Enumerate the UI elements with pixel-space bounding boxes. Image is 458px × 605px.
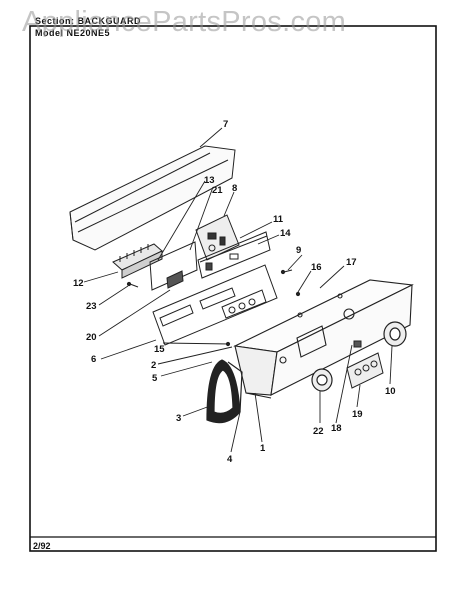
callout-13: 13 <box>204 175 215 186</box>
model-line: Model NE20NE5 <box>35 28 111 38</box>
part-8-control-board <box>195 214 240 261</box>
callout-2: 2 <box>151 360 156 371</box>
callout-14: 14 <box>280 228 291 239</box>
callout-22: 22 <box>313 426 324 437</box>
callout-8: 8 <box>232 183 237 194</box>
part-10-knob <box>383 321 407 347</box>
part-3-end-cap <box>206 359 243 424</box>
date-code: 2/92 <box>33 541 51 551</box>
callout-6: 6 <box>91 354 96 365</box>
section-title: Section: BACKGUARD <box>35 16 142 26</box>
callout-19: 19 <box>352 409 363 420</box>
callout-7: 7 <box>223 119 228 130</box>
callout-4: 4 <box>227 454 233 465</box>
page-frame <box>29 25 437 552</box>
callout-23: 23 <box>86 301 97 312</box>
part-7-panel <box>69 145 236 251</box>
part-11-clock-plate <box>197 231 271 279</box>
callout-18: 18 <box>331 423 342 434</box>
callout-20: 20 <box>86 332 97 343</box>
callout-11: 11 <box>273 214 284 225</box>
callout-labels: 7 13 21 8 11 14 12 23 9 16 17 20 6 15 2 … <box>73 119 396 465</box>
watermark: AppliancePartsPros.com <box>22 6 347 38</box>
callout-12: 12 <box>73 278 84 289</box>
callout-16: 16 <box>311 262 322 273</box>
callout-1: 1 <box>260 443 266 454</box>
callout-5: 5 <box>152 373 158 384</box>
callout-10: 10 <box>385 386 396 397</box>
callout-21: 21 <box>212 185 223 196</box>
callout-3: 3 <box>176 413 181 424</box>
part-6-control-frame <box>152 264 278 346</box>
part-22-knob <box>311 368 333 392</box>
part-19-selector-housing <box>346 340 384 389</box>
callout-9: 9 <box>296 245 301 256</box>
part-12-switch-block <box>112 243 163 279</box>
callout-17: 17 <box>346 257 357 268</box>
leader-lines <box>83 127 393 453</box>
part-1-backguard <box>233 279 414 399</box>
part-13-bracket <box>149 241 198 291</box>
callout-15: 15 <box>154 344 165 355</box>
